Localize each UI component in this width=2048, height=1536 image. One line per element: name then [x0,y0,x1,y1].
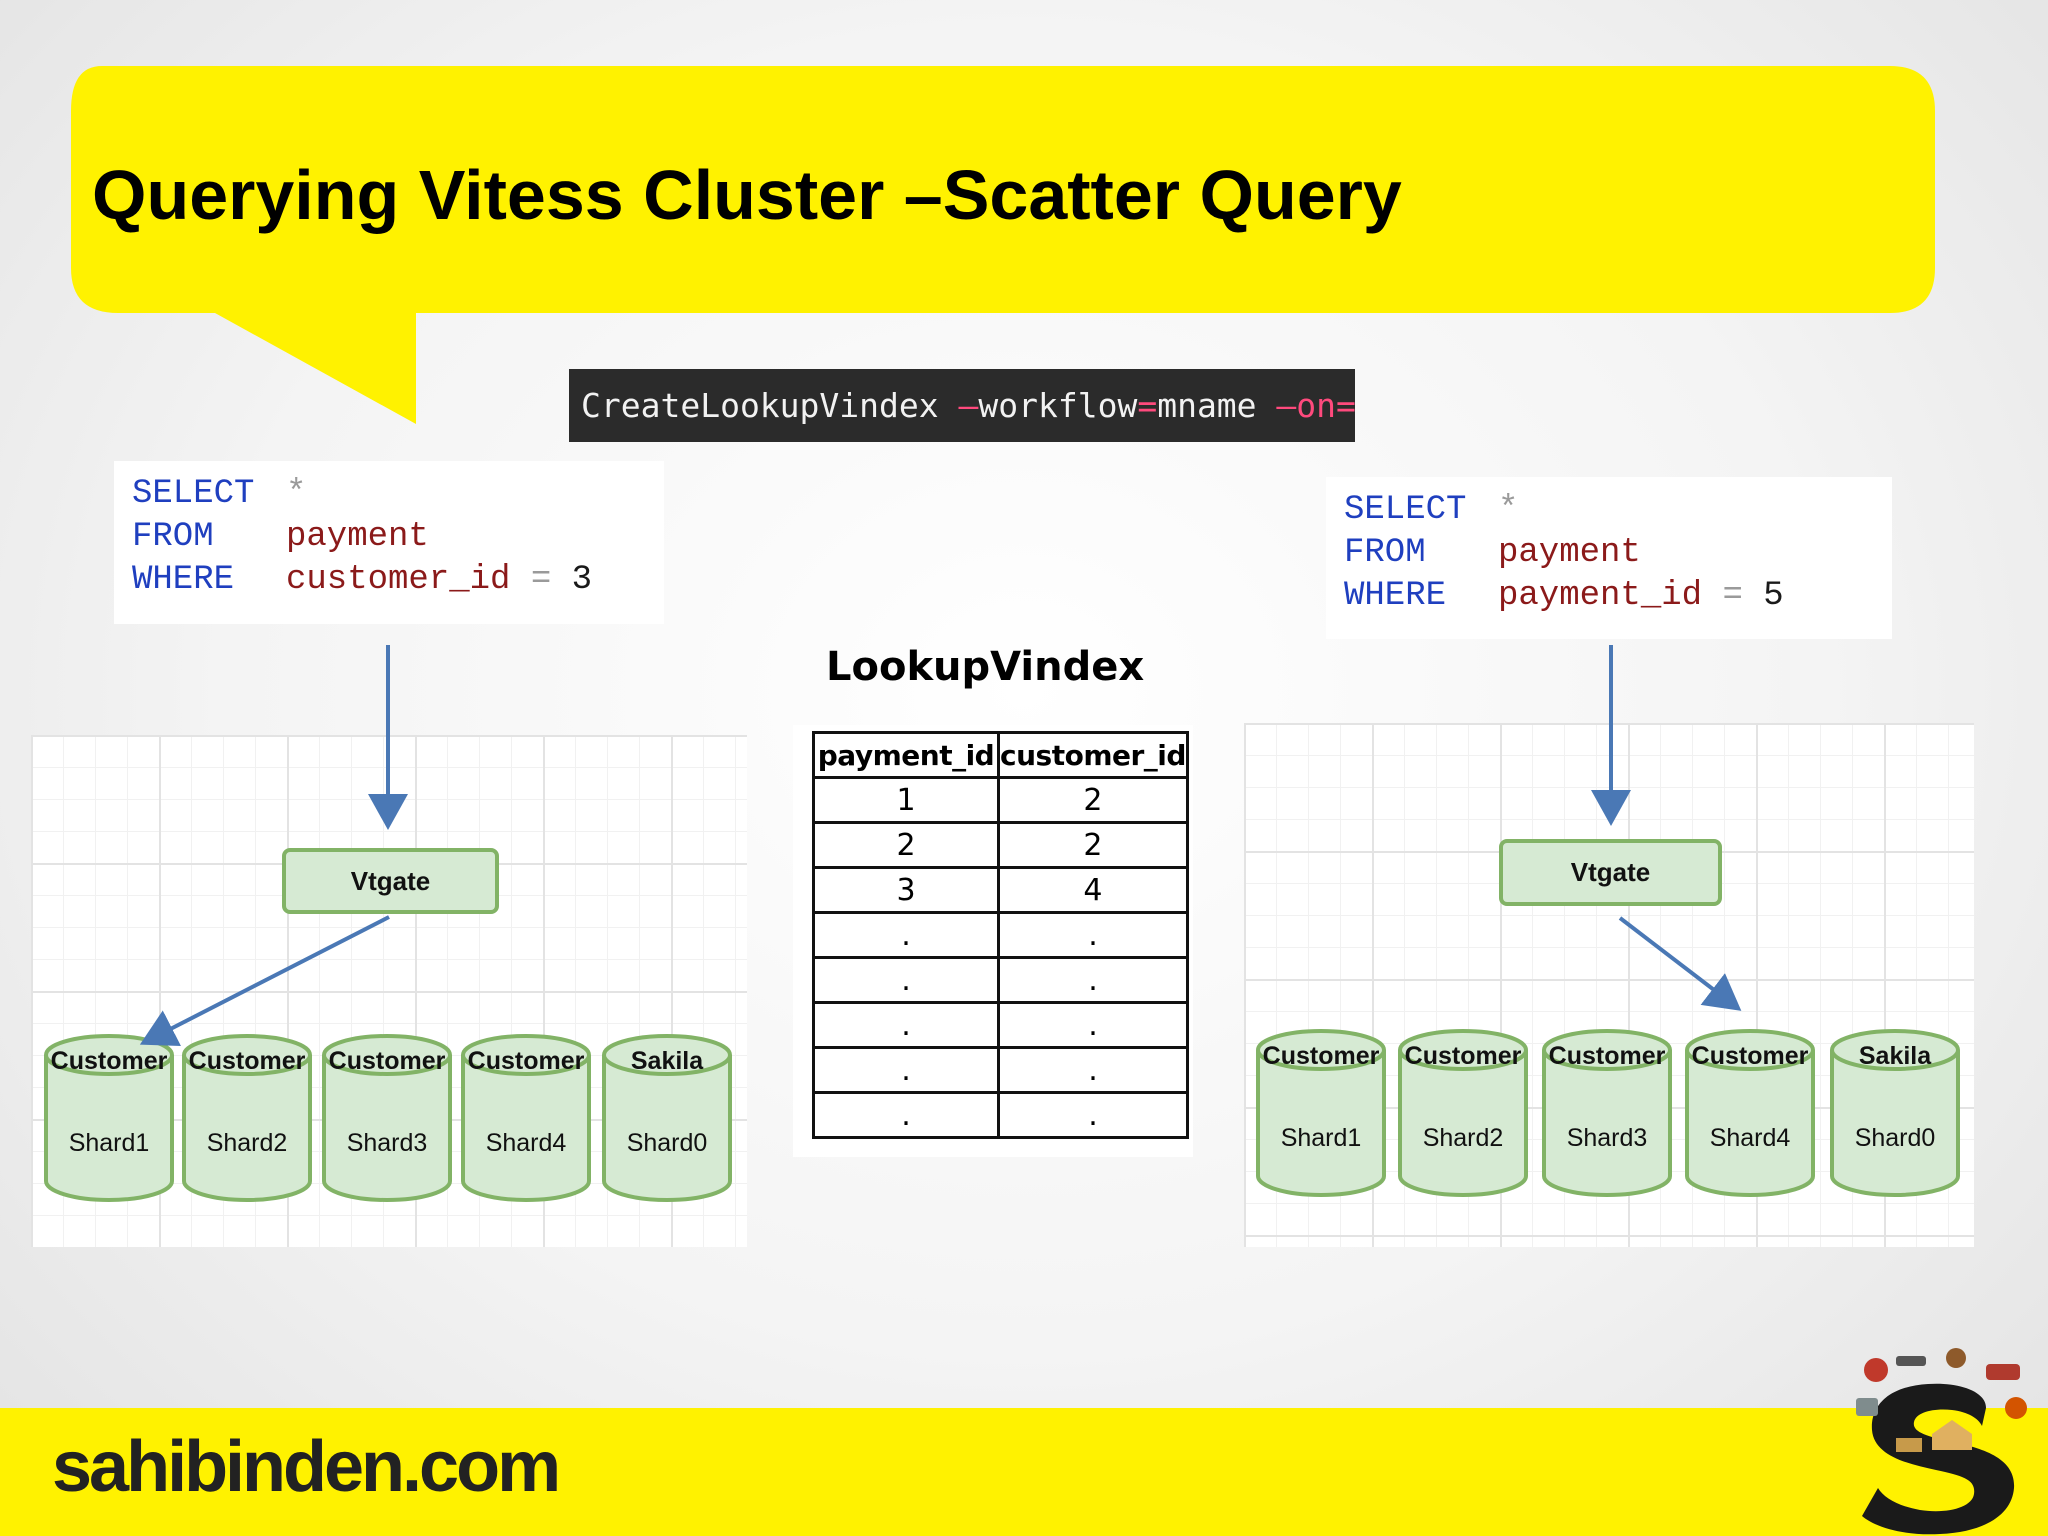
table-cell: . [997,1001,1189,1049]
footer-logo: sahibinden.com [52,1427,561,1507]
shard-name-label: Shard4 [1709,1124,1791,1152]
right-vtgate-node: Vtgate [1499,839,1722,906]
sql-value: 5 [1763,577,1784,615]
table-cell: 1 [812,776,1000,824]
shard-name-label: Shard0 [1854,1124,1936,1152]
table-cell: . [997,1091,1189,1139]
left-vtgate-node: Vtgate [282,848,499,914]
table-cell: . [812,956,1000,1004]
lookup-vindex-title: LookupVindex [826,644,1145,690]
column-header: payment_id [812,731,1000,779]
shard-keyspace-label: Customer [1548,1042,1666,1070]
right-shard-0-db: Sakila Shard0 [1829,1028,1961,1198]
sql-operator: = [1722,577,1743,615]
right-shard-4-db: Customer Shard4 [1684,1028,1816,1198]
shard-name-label: Shard0 [626,1129,708,1157]
sahibinden-s-mascot-icon [1856,1348,2027,1535]
table-cell: . [997,956,1189,1004]
slide-title: Querying Vitess Cluster –Scatter Query [92,156,1402,234]
right-shard-3-db: Customer Shard3 [1541,1028,1673,1198]
table-cell: 2 [812,821,1000,869]
sql-keyword: FROM [1344,534,1426,572]
sql-value: 3 [571,561,593,599]
shard-keyspace-label: Customer [50,1047,168,1075]
command-snippet: CreateLookupVindex –workflow=mname –on= [569,369,1355,442]
table-cell: 2 [997,821,1189,869]
title-callout [71,66,1935,424]
shard-keyspace-label: Customer [1262,1042,1380,1070]
shard-name-label: Shard3 [1566,1124,1648,1152]
sql-table: payment [286,518,429,556]
table-cell: 3 [812,866,1000,914]
cmd-segment: CreateLookupVindex [581,386,959,425]
table-row: .. [812,956,1189,1004]
footer-band [0,1408,2048,1536]
sql-operator: = [530,561,552,599]
shard-keyspace-label: Customer [1691,1042,1809,1070]
table-cell: . [812,1001,1000,1049]
cmd-segment: –on= [1276,386,1355,425]
table-row: .. [812,911,1189,959]
cmd-segment: workflow [978,386,1138,425]
right-shard-1-db: Customer Shard1 [1255,1028,1387,1198]
sql-table: payment [1498,534,1641,572]
shard-name-label: Shard2 [1422,1124,1504,1152]
sql-column: customer_id [286,561,511,599]
table-cell: 4 [997,866,1189,914]
left-shard-0-db: Sakila Shard0 [601,1033,733,1203]
sql-keyword: WHERE [132,561,235,599]
shard-name-label: Shard3 [346,1129,428,1157]
table-header-row: payment_id customer_id [812,731,1189,779]
sql-select-value: * [286,475,307,513]
column-header: customer_id [997,731,1189,779]
shard-keyspace-label: Customer [1404,1042,1522,1070]
table-row: .. [812,1001,1189,1049]
right-shard-2-db: Customer Shard2 [1397,1028,1529,1198]
left-shard-2-db: Customer Shard2 [181,1033,313,1203]
table-cell: . [812,1091,1000,1139]
sql-keyword: FROM [132,518,214,556]
table-row: .. [812,1091,1189,1139]
left-shard-3-db: Customer Shard3 [321,1033,453,1203]
right-vtgate-to-shard4-arrow [1618,916,1742,1011]
shard-keyspace-label: Sakila [630,1047,704,1075]
left-sql-query: SELECT * FROM payment WHERE customer_id = 3 [114,461,664,624]
sql-column: payment_id [1498,577,1703,615]
right-sql-query: SELECT * FROM payment WHERE payment_id = 5 [1326,477,1892,639]
cmd-segment: mname [1157,386,1277,425]
shard-name-label: Shard4 [485,1129,567,1157]
table-cell: . [812,1046,1000,1094]
table-cell: 2 [997,776,1189,824]
left-shard-4-db: Customer Shard4 [460,1033,592,1203]
shard-keyspace-label: Customer [467,1047,585,1075]
sql-select-value: * [1498,491,1519,529]
left-shard-1-db: Customer Shard1 [43,1033,175,1203]
shard-keyspace-label: Customer [328,1047,446,1075]
shard-name-label: Shard1 [1280,1124,1362,1152]
sql-keyword: WHERE [1344,577,1447,615]
table-row: .. [812,1046,1189,1094]
table-cell: . [997,911,1189,959]
table-cell: . [997,1046,1189,1094]
cmd-segment: – [958,386,979,425]
diagram-arrows [139,645,1742,1047]
cmd-segment: = [1137,386,1158,425]
table-cell: . [812,911,1000,959]
left-vtgate-to-shard1-arrow [139,915,390,1047]
shard-keyspace-label: Sakila [1858,1042,1932,1070]
sql-keyword: SELECT [1344,491,1467,529]
shard-name-label: Shard1 [68,1129,150,1157]
sql-keyword: SELECT [132,475,255,513]
shard-keyspace-label: Customer [188,1047,306,1075]
shard-name-label: Shard2 [206,1129,288,1157]
